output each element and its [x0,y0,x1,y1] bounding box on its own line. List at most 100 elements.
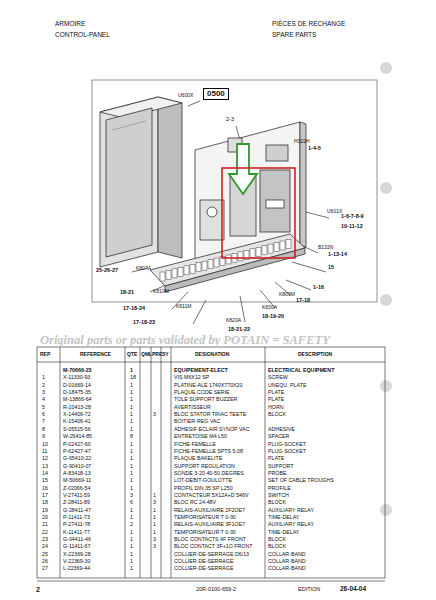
table-cell: 18 [130,375,136,380]
table-cell: BLOC CONTACTS 4F FRONT [174,537,246,542]
footer-text: 2 [36,586,40,593]
table-cell: PLUG-SOCKET [268,442,306,447]
table-cell: RELAIS-AUXILIAIRE 2F2OE7 [174,508,245,513]
table-header: SY [162,352,169,357]
table-cell: 1 [130,383,133,388]
table-cell: EQUIPEMENT-ELECT [174,368,228,373]
callout-number: 18-21 [120,290,134,296]
footer-rule [37,581,385,582]
table-cell: TEMPORISATEUR T 0-30 [174,530,236,535]
table-cell: VIS M6X12 SP [174,375,209,380]
table-cell: 12 [42,456,48,461]
table-cell: L-22369-44 [63,566,90,571]
table-cell: X-14406-72 [63,412,91,417]
green-arrow [229,144,257,194]
table-cell: 4 [42,397,45,402]
table-cell: P-27411-78 [63,522,90,527]
table-cell: 1 [130,559,133,564]
table-cell: 1 [130,530,133,535]
table-cell: A-83418-13 [63,471,91,476]
table-cell: ENTRETOISE M4 L50 [174,434,227,439]
table-cell: 1 [130,368,133,373]
table-cell: G-11411-67 [63,544,90,549]
table-cell: COLLAR-BAND [268,559,306,564]
callout-number: 1-4-5 [308,146,321,152]
table-cell: BOITIER-REG VAC [174,419,220,424]
table-cell: 1 [130,486,133,491]
table-cell: K-15406-41 [63,419,91,424]
table-cell: 1 [130,412,133,417]
callout-number: B132N [318,245,333,250]
table-cell: SUPPORT REGULATION [174,464,235,469]
cabinet [100,97,182,267]
table-cell: ADHESIF ECLAIR SYNOP VAC [174,427,249,432]
table-cell: LOT-DEBIT-GOULOTTE [174,478,232,483]
table-cell: AUXILIARY RELAY [268,522,314,527]
table-cell: 1 [153,530,156,535]
table-cell: 1 [130,405,133,410]
footer-text: 26-04-04 [340,586,366,593]
table-cell: 2 [42,383,45,388]
table-cell: 1 [130,456,133,461]
callout-number: 15 [328,265,334,271]
table-cell: 2 [130,522,133,527]
table-cell: AUXILIARY RELAY [268,508,314,513]
table-cell: X-22369-28 [63,552,91,557]
punch-holes [380,62,392,516]
table-cell: 25 [42,552,48,557]
table-cell: 20 [42,515,48,520]
table-cell: PLATE [268,456,284,461]
callout-number: K810M [153,289,169,294]
table-cell: PROBE [268,471,287,476]
callout-number: U601X [327,209,342,214]
watermark: Original parts or parts validated by POT… [40,334,330,347]
table-cell: TEMPORISATEUR T 0-30 [174,515,236,520]
table-cell: 1 [130,478,133,483]
table-cell: PROFILE [268,486,291,491]
table-cell: SCREW [268,375,288,380]
footer-text: 20R-0100-659-2 [196,587,236,593]
callout-number: 25-26-27 [96,268,118,274]
table-cell: BLOC CONTACT 3F+1O FRONT [174,544,253,549]
table-cell: ADHESIVE [268,427,295,432]
table-cell: COLLIER-DE-SERRAGE [174,559,233,564]
table-cell: 13 [42,464,48,469]
table-cell: HORN [268,405,284,410]
table-cell: 8 [42,427,45,432]
table-cell: AVERTISSEUR [174,405,211,410]
table-cell: 1 [130,464,133,469]
callout-number: 17-18-24 [123,306,145,312]
table-cell: SET OF CABLE TROUGHS [268,478,334,483]
table-cell: G-28411-47 [63,508,91,513]
view-frame [92,80,377,302]
table-cell: 1 [42,375,45,380]
terminal-rail [160,239,291,281]
footer-text: EDITION [298,587,320,593]
table-cell: 1 [153,493,156,498]
page-heading: PIÈCES DE RECHANGE [272,21,345,28]
table-cell: 22 [42,530,48,535]
table-cell: 17 [42,493,48,498]
leader-lines [132,101,329,324]
table-cell: SPACER [268,434,289,439]
table-header: PRE [152,352,162,357]
table-header: REFERENCE [80,352,111,357]
table-cell: R-10413-28 [63,405,91,410]
table-cell: TIME-DELAY [268,530,299,535]
table-cell: 1 [130,442,133,447]
table-cell: D-01669-14 [63,383,91,388]
table-cell: 1 [130,419,133,424]
table-cell: Z-02066-54 [63,486,90,491]
callout-number: K811M [176,304,191,309]
table-cell: M-13866-64 [63,397,92,402]
table-cell: 26 [42,559,48,564]
table-cell: 1 [130,537,133,542]
table-cell: 1 [130,544,133,549]
table-cell: 1 [130,515,133,520]
table-cell: 3 [42,390,45,395]
callout-number: 18-19-20 [262,314,284,320]
table-cell: 24 [42,544,48,549]
table-header: DESIGNATION [195,352,229,357]
table-cell: 6 [42,412,45,417]
table-cell: 23 [42,537,48,542]
